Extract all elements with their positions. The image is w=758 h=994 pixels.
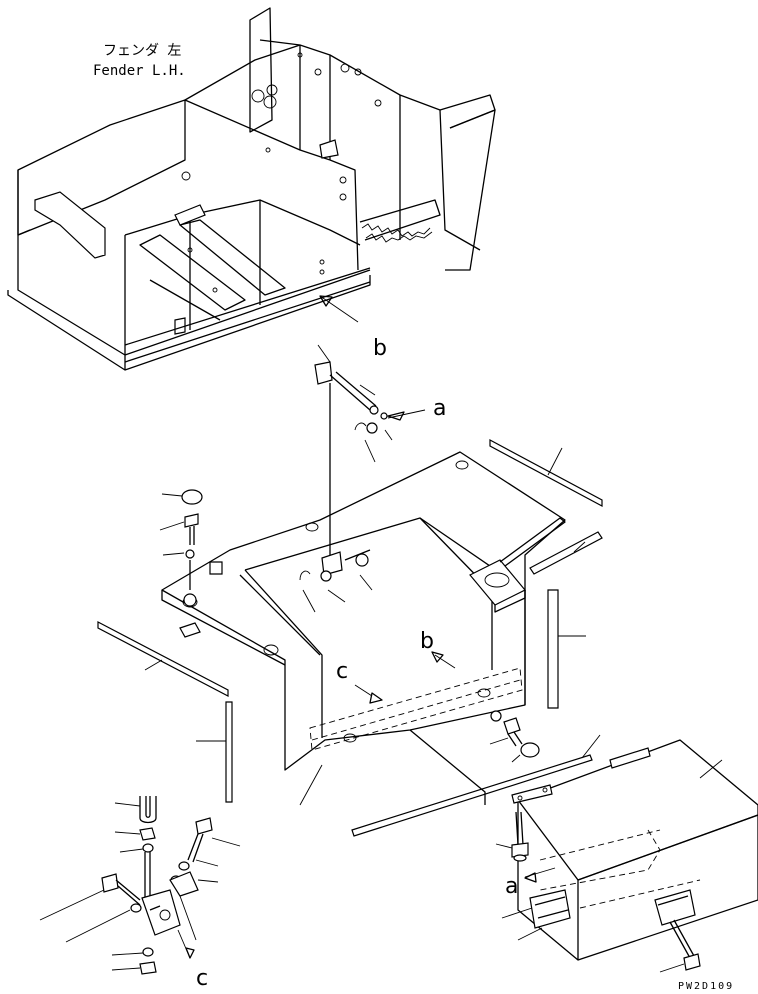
toolbox-bolt [495, 811, 529, 862]
pin-assembly: a [314, 344, 446, 560]
title-english: Fender L.H. [93, 63, 186, 79]
callout-a-lower: a [505, 867, 556, 899]
lower-left-hardware: c [39, 796, 241, 991]
top-left-fasteners [159, 489, 223, 638]
hinge-right [501, 889, 571, 941]
fender-frame [7, 7, 496, 371]
bolt-bottom [659, 919, 701, 973]
callout-b-lower: b [420, 629, 456, 669]
title-japanese: フェンダ 左 [103, 43, 181, 59]
callout-b-upper: b [319, 295, 387, 361]
rubber-strip-left [97, 621, 233, 803]
tool-box [511, 739, 758, 961]
callout-b-label-lower: b [420, 629, 434, 654]
callout-a-upper: a [433, 396, 446, 421]
callout-c-label: c [336, 659, 348, 684]
fender-plate [161, 451, 566, 771]
bottom-right-hardware [489, 710, 540, 763]
rubber-strip-right [489, 438, 603, 709]
long-strip [299, 729, 601, 837]
callout-a-lower-label: a [505, 874, 518, 899]
callout-c-lower: c [196, 966, 208, 991]
callout-c-middle: c [336, 659, 383, 704]
drawing-code: PW2D109 [678, 981, 734, 992]
callout-b-label: b [373, 336, 387, 361]
